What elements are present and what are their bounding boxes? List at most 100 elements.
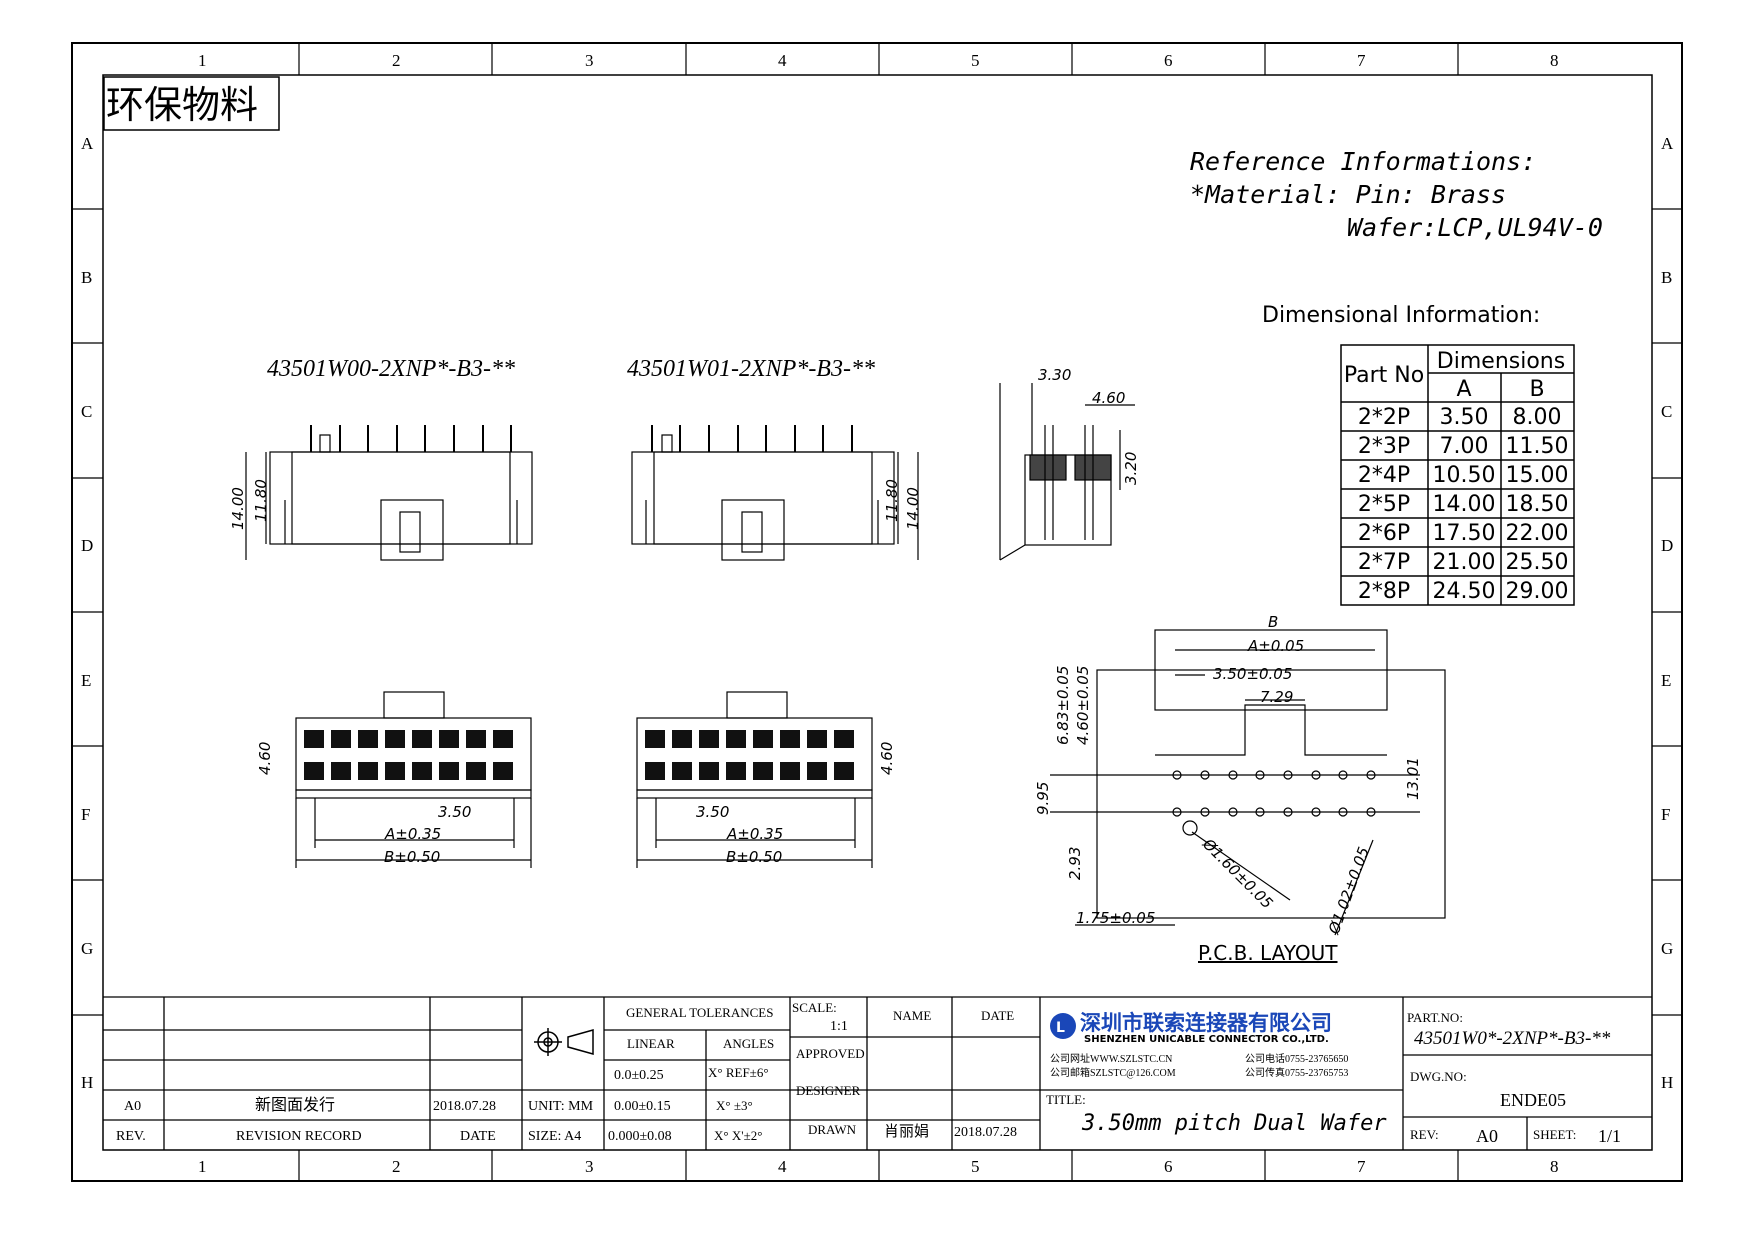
table-row-b: 8.00	[1513, 405, 1562, 430]
col-2-top: 2	[392, 51, 401, 70]
title-label: TITLE:	[1046, 1092, 1086, 1107]
col-5-top: 5	[971, 51, 980, 70]
pcb-holes	[1172, 770, 1376, 836]
left-front-view	[245, 425, 533, 561]
rev-label-2: REV:	[1410, 1127, 1439, 1142]
table-row-part: 2*6P	[1358, 521, 1410, 546]
row-e-left: E	[81, 671, 91, 690]
col-8-bottom: 8	[1550, 1157, 1559, 1176]
row-a-right: A	[1661, 134, 1674, 153]
side-dim-320: 3.20	[1122, 452, 1140, 485]
table-row-a: 14.00	[1433, 492, 1496, 517]
side-dim-330: 3.30	[1038, 366, 1071, 384]
angles-label: ANGLES	[723, 1036, 774, 1051]
company-info: 深圳市联索连接器有限公司 SHENZHEN UNICABLE CONNECTOR…	[1046, 1010, 1621, 1146]
scale-value: 1:1	[830, 1019, 848, 1034]
pcb-dim-293: 2.93	[1066, 847, 1084, 880]
row-b-right: B	[1661, 268, 1672, 287]
general-tolerances: GENERAL TOLERANCES	[626, 1005, 773, 1020]
title-block-grid	[103, 996, 1652, 1150]
rev-date: 2018.07.28	[433, 1099, 496, 1114]
date-label: DATE	[460, 1129, 496, 1144]
angles-2: X° ±3°	[716, 1098, 753, 1113]
view-titles: 43501W00-2XNP*-B3-** 43501W01-2XNP*-B3-*…	[267, 356, 875, 382]
company-tel: 公司电话0755-23765650	[1245, 1052, 1348, 1065]
title-block-text: A0 新图面发行 2018.07.28 REV. REVISION RECORD…	[116, 1000, 1017, 1144]
right-bottom-view	[636, 691, 873, 868]
unit-label: UNIT: MM	[528, 1099, 594, 1114]
reference-line-2: *Material: Pin: Brass	[1190, 180, 1506, 209]
pcb-dim-hole-102: Ø1.02±0.05	[1325, 845, 1373, 938]
row-f-right: F	[1661, 805, 1670, 824]
table-row-a: 17.50	[1433, 521, 1496, 546]
row-dividers	[72, 208, 1682, 1016]
linear-label: LINEAR	[627, 1036, 675, 1051]
svg-text:L: L	[1056, 1020, 1065, 1036]
company-logo: L	[1050, 1013, 1076, 1039]
table-header-part-no: Part No	[1344, 363, 1424, 388]
dim-b-right: B±0.50	[726, 848, 782, 866]
table-row-part: 2*5P	[1358, 492, 1410, 517]
dwg-no-value: ENDE05	[1500, 1090, 1566, 1110]
row-f-left: F	[81, 805, 90, 824]
table-header-a: A	[1456, 377, 1471, 402]
row-c-right: C	[1661, 402, 1672, 421]
left-view-title: 43501W00-2XNP*-B3-**	[267, 356, 515, 382]
projection-symbol	[534, 1028, 594, 1056]
scale-label: SCALE:	[792, 1000, 837, 1015]
linear-2: 0.00±0.15	[614, 1099, 671, 1114]
pcb-dim-b: B	[1268, 613, 1278, 631]
rev-a0: A0	[124, 1099, 141, 1114]
company-email: 公司邮箱SZLSTC@126.COM	[1050, 1066, 1176, 1079]
table-header-b: B	[1529, 377, 1544, 402]
col-8-top: 8	[1550, 51, 1559, 70]
dwg-no-label: DWG.NO:	[1410, 1069, 1467, 1084]
dim-a-left: A±0.35	[384, 825, 441, 843]
col-3-bottom: 3	[585, 1157, 594, 1176]
pcb-dim-pitch: 3.50±0.05	[1213, 665, 1292, 683]
right-front-view	[631, 425, 919, 561]
dim-460-right: 4.60	[878, 742, 896, 775]
pcb-dim-460: 4.60±0.05	[1074, 666, 1092, 745]
rev-record-cn: 新图面发行	[255, 1096, 335, 1114]
dim-460-left: 4.60	[256, 742, 274, 775]
row-g-right: G	[1661, 939, 1673, 958]
rev-label: REV.	[116, 1129, 146, 1144]
part-no-label: PART.NO:	[1407, 1010, 1463, 1025]
left-bottom-cavities	[304, 730, 513, 780]
table-row-a: 7.00	[1440, 434, 1489, 459]
row-d-right: D	[1661, 536, 1673, 555]
date-col: DATE	[981, 1008, 1014, 1023]
col-1-bottom: 1	[198, 1157, 207, 1176]
angles-1: X° REF±6°	[708, 1065, 769, 1080]
row-a-left: A	[81, 134, 94, 153]
sheet-label: SHEET:	[1533, 1127, 1576, 1142]
reference-info: Reference Informations: *Material: Pin: …	[1190, 147, 1603, 242]
side-view	[999, 383, 1135, 561]
table-row-b: 18.50	[1506, 492, 1569, 517]
table-row-a: 21.00	[1433, 550, 1496, 575]
title-value: 3.50mm pitch Dual Wafer	[1081, 1111, 1387, 1136]
dim-14-right: 14.00	[904, 487, 922, 530]
col-6-bottom: 6	[1164, 1157, 1173, 1176]
pcb-dim-729: 7.29	[1260, 688, 1293, 706]
pcb-dim-175: 1.75±0.05	[1076, 909, 1155, 927]
pcb-dim-683: 6.83±0.05	[1054, 666, 1072, 745]
company-web: 公司网址WWW.SZLSTC.CN	[1050, 1052, 1172, 1065]
table-row-b: 25.50	[1506, 550, 1569, 575]
row-h-left: H	[81, 1073, 93, 1092]
part-no-value: 43501W0*-2XNP*-B3-**	[1414, 1028, 1611, 1049]
table-row-b: 29.00	[1506, 579, 1569, 604]
col-7-top: 7	[1357, 51, 1366, 70]
eco-stamp-box	[103, 76, 280, 131]
row-e-right: E	[1661, 671, 1671, 690]
col-3-top: 3	[585, 51, 594, 70]
table-row-b: 22.00	[1506, 521, 1569, 546]
company-name-cn: 深圳市联索连接器有限公司	[1080, 1011, 1332, 1035]
company-fax: 公司传真0755-23765753	[1245, 1066, 1348, 1079]
dim-14-left: 14.00	[229, 487, 247, 530]
sheet-value: 1/1	[1598, 1126, 1621, 1146]
side-dim-460: 4.60	[1092, 389, 1125, 407]
table-row-part: 2*4P	[1358, 463, 1410, 488]
